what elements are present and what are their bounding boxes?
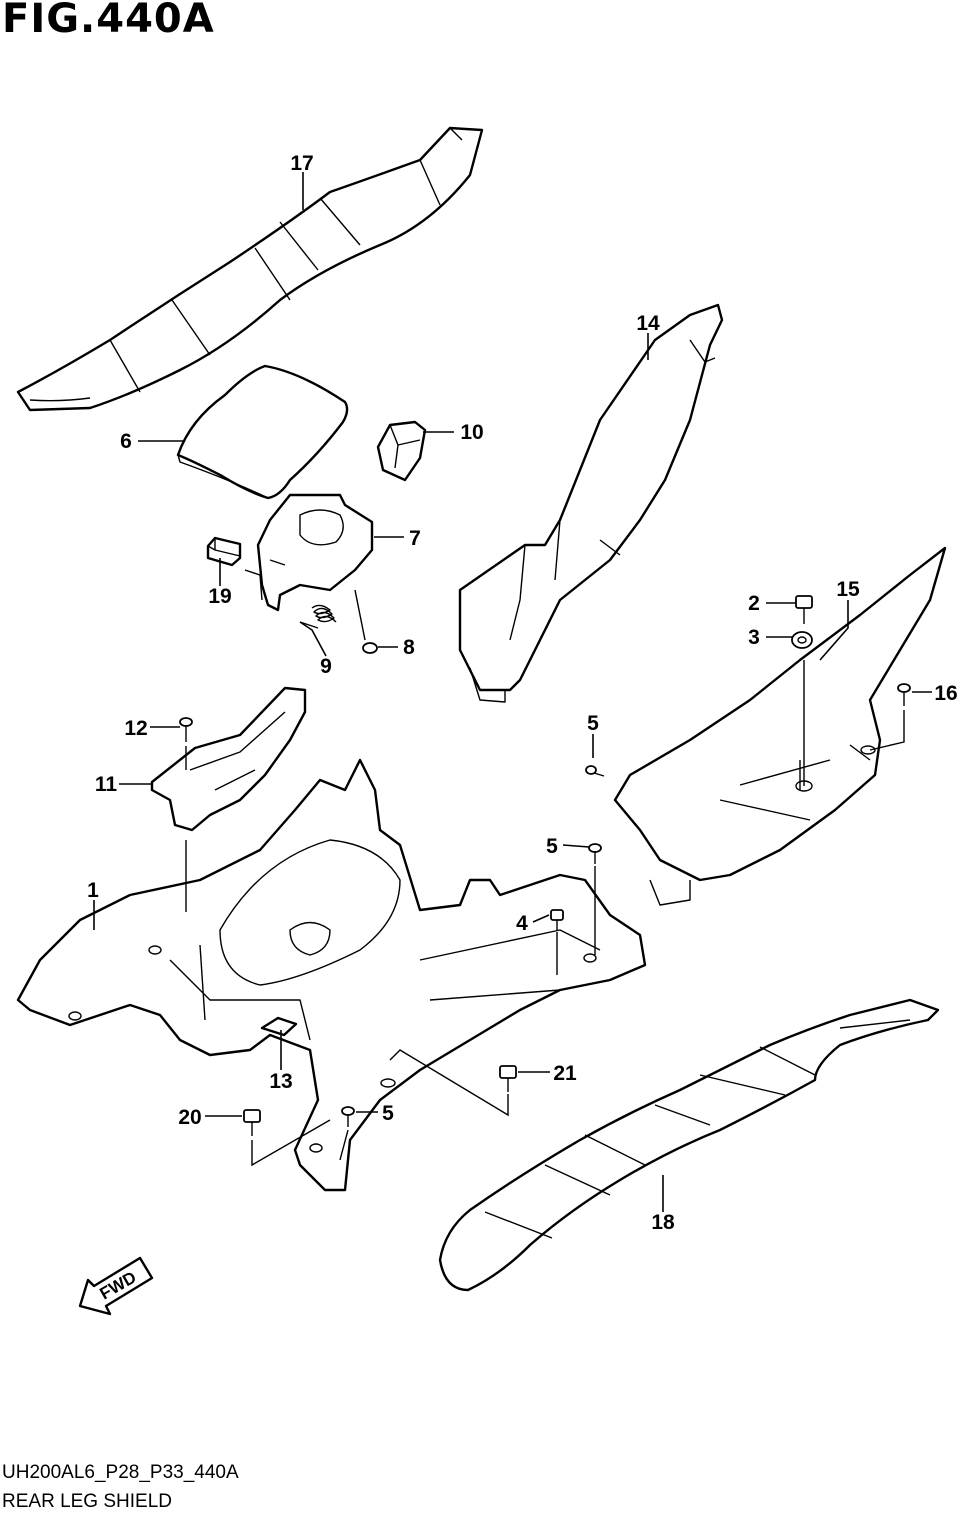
callout-9: 9	[320, 655, 332, 678]
callout-18: 18	[651, 1211, 675, 1234]
callout-19: 19	[208, 585, 231, 608]
callout-12: 12	[124, 717, 147, 740]
callout-2: 2	[748, 592, 760, 615]
part-14-side-cover[interactable]	[458, 303, 724, 703]
callout-5-middle: 5	[546, 835, 558, 858]
callout-1: 1	[87, 879, 99, 902]
callout-13: 13	[269, 1070, 292, 1093]
callout-3: 3	[748, 626, 760, 649]
part-7-bracket[interactable]	[244, 493, 374, 612]
part-1-leg-shield[interactable]	[16, 758, 647, 1192]
fwd-arrow: FWD	[78, 1256, 154, 1316]
part-13-bracket[interactable]	[260, 1016, 298, 1037]
callout-4: 4	[516, 912, 528, 935]
figure-name: REAR LEG SHIELD	[2, 1491, 172, 1512]
callout-10: 10	[460, 421, 483, 444]
fastener-5-screw-a[interactable]	[585, 765, 605, 777]
fastener-4-rivet[interactable]	[550, 909, 564, 930]
figure-title: FIG.440A	[2, 0, 215, 42]
part-6-pad[interactable]	[176, 364, 349, 500]
part-18-floor-mat[interactable]	[438, 998, 940, 1292]
callout-leaders	[93, 172, 932, 1212]
part-11-cover[interactable]	[150, 686, 307, 832]
callout-6: 6	[120, 430, 132, 453]
callout-17: 17	[290, 152, 313, 175]
part-9-spring[interactable]	[299, 604, 337, 629]
fastener-20-bolt[interactable]	[243, 1109, 261, 1136]
callout-21: 21	[553, 1062, 577, 1085]
callout-5-lower: 5	[382, 1102, 394, 1125]
callout-11: 11	[95, 773, 118, 796]
callout-16: 16	[934, 682, 957, 705]
callout-5-upper: 5	[587, 712, 599, 735]
part-17-floor-mat[interactable]	[16, 126, 484, 412]
fastener-12-screw[interactable]	[179, 717, 193, 742]
fastener-21-bolt[interactable]	[499, 1065, 517, 1092]
callout-20: 20	[178, 1106, 201, 1129]
fastener-16-screw[interactable]	[897, 683, 911, 706]
callout-7: 7	[409, 527, 421, 550]
callout-14: 14	[636, 312, 660, 335]
assembly-lines	[185, 589, 905, 1167]
fastener-2-bolt[interactable]	[795, 595, 813, 624]
fastener-5-screw-c[interactable]	[341, 1106, 355, 1127]
callout-15: 15	[836, 578, 860, 601]
fastener-8-screw[interactable]	[362, 642, 378, 654]
figure-code: UH200AL6_P28_P33_440A	[2, 1462, 239, 1483]
part-10-clip[interactable]	[376, 420, 427, 482]
part-19-block[interactable]	[206, 536, 242, 567]
fastener-5-screw-b[interactable]	[588, 843, 602, 864]
callout-8: 8	[403, 636, 415, 659]
fastener-3-grommet[interactable]	[791, 631, 813, 649]
part-15-side-cover[interactable]	[613, 546, 947, 906]
